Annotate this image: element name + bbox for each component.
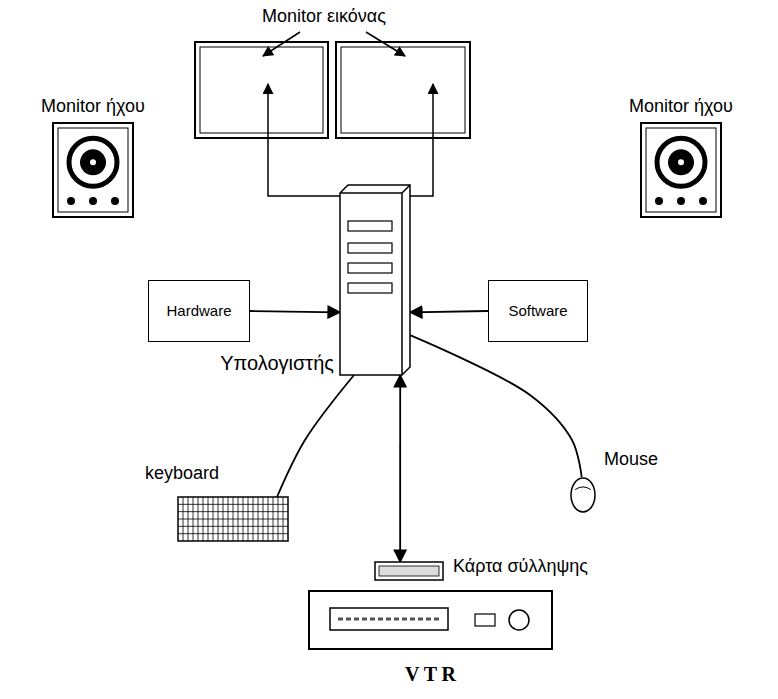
capture-card: Κάρτα σύλληψης	[375, 562, 443, 580]
video-monitor	[336, 42, 470, 138]
speaker-monitor: Monitor ήχου	[52, 122, 134, 218]
vtr-deck-outline	[308, 590, 553, 650]
node-label: Mouse	[604, 449, 658, 471]
vtr-deck: V T R	[308, 590, 553, 650]
leader-arrow	[263, 32, 300, 56]
node-label: Monitor ήχου	[629, 96, 733, 118]
mouse-symbol: Mouse	[570, 477, 596, 513]
speaker-monitor-outline	[52, 122, 134, 218]
node-label: Hardware	[166, 302, 231, 320]
node-label: keyboard	[145, 463, 219, 485]
shape-parts	[571, 478, 595, 512]
connector	[250, 311, 340, 312]
software-box: Software	[488, 280, 588, 342]
leader-arrow	[366, 32, 405, 56]
shape-parts	[53, 123, 133, 217]
keyboard-symbol-outline	[178, 497, 288, 541]
video-cable	[410, 84, 433, 196]
shape-parts	[641, 123, 721, 217]
shape-parts	[178, 497, 288, 541]
video-monitor-screen	[200, 47, 323, 133]
connector	[399, 375, 401, 562]
connector	[410, 311, 488, 312]
node-label: Κάρτα σύλληψης	[453, 556, 588, 578]
keyboard-symbol: keyboard	[178, 497, 288, 541]
node-label: Software	[508, 302, 567, 320]
capture-card-outline	[375, 562, 443, 580]
connector	[410, 335, 582, 477]
shape-parts	[375, 562, 443, 580]
computer-tower: Υπολογιστής	[340, 185, 410, 375]
monitor-caption: Monitor εικόνας	[262, 6, 386, 28]
node-label: V T R	[405, 662, 456, 686]
node-label: Monitor ήχου	[41, 96, 145, 118]
node-label: Υπολογιστής	[220, 351, 334, 375]
speaker-monitor-outline	[640, 122, 722, 218]
mouse-symbol-outline	[570, 477, 596, 513]
connector	[277, 375, 354, 497]
speaker-monitor: Monitor ήχου	[640, 122, 722, 218]
video-monitor-screen	[341, 47, 465, 133]
shape-parts	[340, 185, 410, 375]
video-cable	[268, 84, 340, 196]
shape-parts	[309, 591, 552, 649]
computer-tower-outline	[340, 185, 410, 375]
video-monitor	[195, 42, 328, 138]
hardware-box: Hardware	[148, 280, 250, 342]
